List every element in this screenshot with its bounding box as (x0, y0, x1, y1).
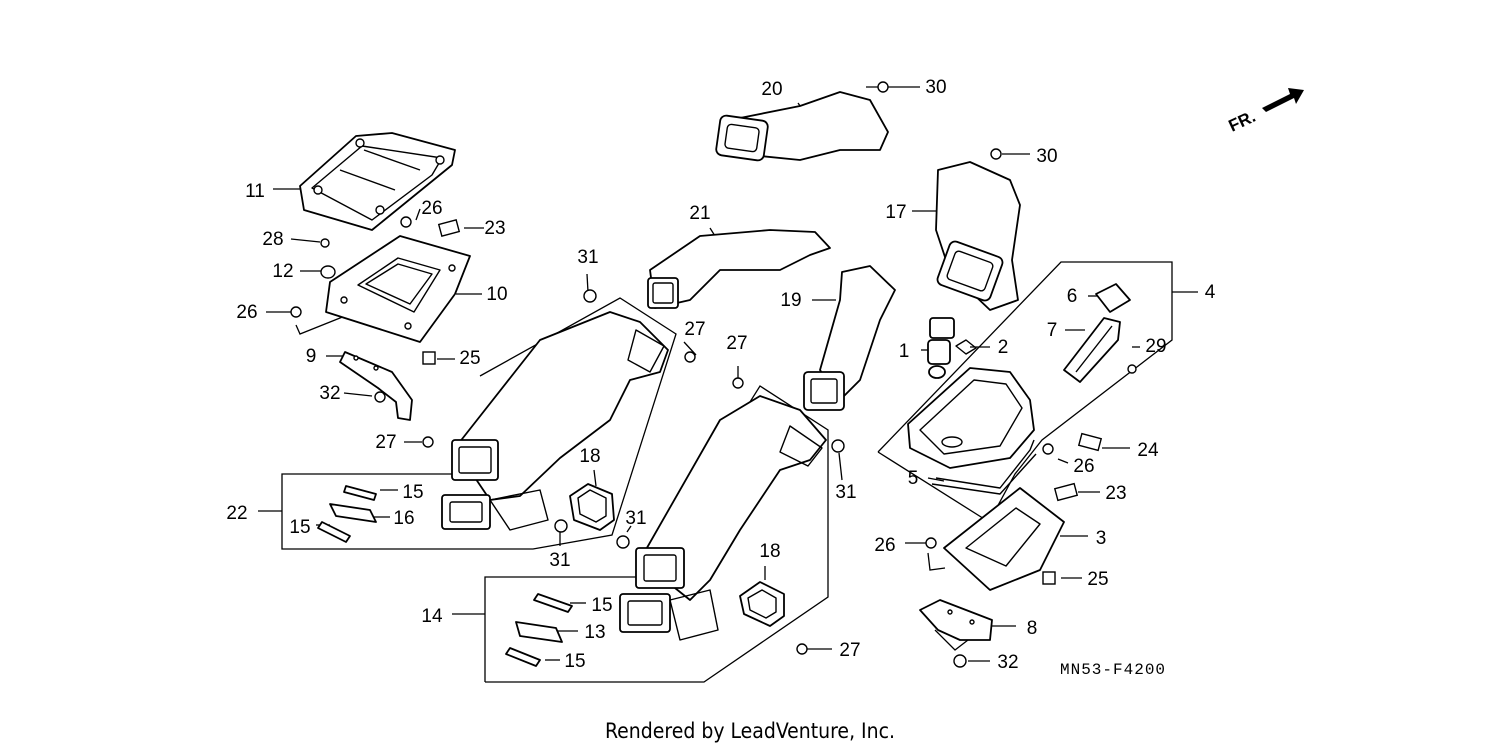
part-22-duct (441, 311, 669, 531)
callout-c27a: 27 (684, 319, 705, 340)
callout-c21: 21 (689, 203, 710, 224)
front-direction-arrow-icon: FR. (1226, 88, 1304, 136)
callout-c15c: 15 (591, 595, 612, 616)
callout-c23a: 23 (484, 218, 505, 239)
callout-c32a: 32 (319, 383, 340, 404)
callout-c9: 9 (306, 346, 317, 367)
part-20-duct (715, 91, 889, 162)
callout-c20: 20 (761, 79, 782, 100)
callout-c28: 28 (262, 229, 283, 250)
part-3-tray (943, 487, 1065, 591)
callout-c27b: 27 (726, 333, 747, 354)
credit-text: Rendered by LeadVenture, Inc. (605, 719, 895, 743)
callout-c31a: 31 (577, 247, 598, 268)
callout-c10: 10 (486, 284, 507, 305)
part-17-duct (935, 161, 1021, 311)
callout-c23b: 23 (1105, 483, 1126, 504)
callout-c13: 13 (584, 622, 605, 643)
callout-c26d: 26 (874, 535, 895, 556)
callout-c15a: 15 (402, 482, 423, 503)
callout-c15b: 15 (289, 517, 310, 538)
callout-c18a: 18 (579, 446, 600, 467)
callout-c3: 3 (1096, 528, 1107, 549)
callout-c2: 2 (998, 337, 1009, 358)
part-11-cover (299, 132, 456, 231)
callout-c25b: 25 (1087, 569, 1108, 590)
callout-c24: 24 (1137, 440, 1159, 461)
callout-c8: 8 (1027, 618, 1038, 639)
part-5-seal (931, 439, 1037, 495)
part-18-gasket-b (739, 581, 785, 627)
callout-c11: 11 (245, 181, 265, 202)
callout-c31d: 31 (549, 550, 570, 571)
callout-c12: 12 (272, 261, 293, 282)
part-14-duct (619, 395, 827, 641)
part-4-lid (907, 367, 1035, 469)
callout-c14: 14 (421, 606, 443, 627)
callout-c7: 7 (1047, 320, 1058, 341)
part-8-bracket (919, 599, 993, 641)
callout-c30a: 30 (925, 77, 946, 98)
part-6-clip (1095, 283, 1131, 313)
callout-c27c: 27 (375, 432, 396, 453)
callout-c4: 4 (1205, 282, 1216, 303)
hardware (290, 81, 1137, 668)
callout-c32b: 32 (997, 652, 1018, 673)
callout-c29: 29 (1145, 336, 1166, 357)
front-direction-label: FR. (1226, 107, 1259, 136)
part-15-16-strips (317, 485, 573, 667)
part-1-lock (927, 317, 955, 379)
diagram-code: MN53-F4200 (1060, 661, 1166, 679)
callout-c30b: 30 (1036, 146, 1057, 167)
callout-c16: 16 (393, 508, 414, 529)
callout-c19: 19 (780, 290, 801, 311)
callout-c22: 22 (226, 503, 247, 524)
callout-c26b: 26 (236, 302, 257, 323)
callout-c15d: 15 (564, 651, 585, 672)
callout-c25a: 25 (459, 348, 480, 369)
part-18-gasket-a (569, 483, 615, 531)
callout-c6: 6 (1067, 286, 1078, 307)
part-10-tray (325, 235, 471, 343)
part-21-duct (647, 229, 831, 309)
group-outlines (258, 86, 1198, 683)
callout-c17: 17 (885, 202, 906, 223)
callout-c1: 1 (899, 341, 910, 362)
callout-c31c: 31 (625, 508, 646, 529)
callout-c18b: 18 (759, 541, 780, 562)
part-2-clip (955, 339, 977, 355)
part-19-duct (803, 265, 896, 411)
callout-c26c: 26 (1073, 456, 1094, 477)
part-9-bracket (339, 351, 413, 421)
part-7-hinge (1063, 317, 1121, 383)
callout-c31b: 31 (835, 482, 856, 503)
callout-c26a: 26 (421, 198, 442, 219)
callout-c27d: 27 (839, 640, 860, 661)
callout-c5: 5 (908, 468, 919, 489)
